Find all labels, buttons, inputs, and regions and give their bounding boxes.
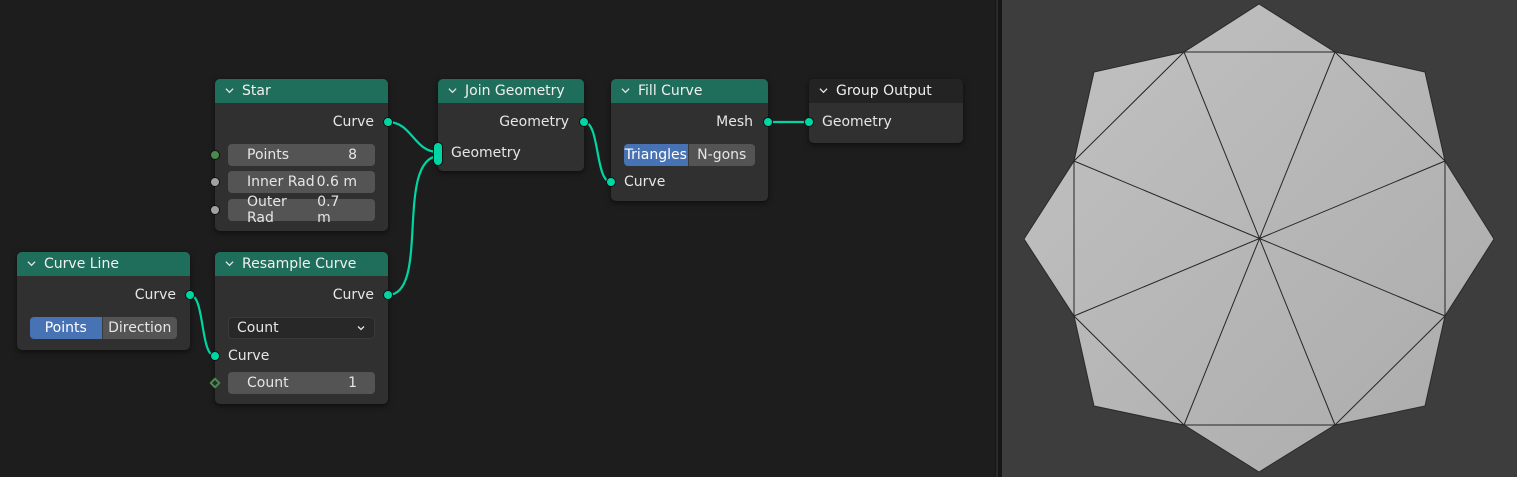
- fill-input-curve-label: Curve: [624, 174, 666, 190]
- area-divider[interactable]: [995, 0, 1002, 477]
- group-output-node[interactable]: Group Output Geometry: [809, 79, 963, 143]
- resample-curve-node-header[interactable]: Resample Curve: [215, 252, 388, 276]
- curve-line-node-header[interactable]: Curve Line: [17, 252, 190, 276]
- count-field[interactable]: Count 1: [228, 372, 375, 394]
- chevron-down-icon[interactable]: [819, 86, 828, 95]
- link-curveline-to-resample: [189, 293, 216, 358]
- node-title: Resample Curve: [242, 256, 357, 272]
- mode-triangles-button[interactable]: Triangles: [624, 144, 688, 166]
- chevron-down-icon: [357, 326, 365, 331]
- star-outer-radius-socket[interactable]: [210, 205, 220, 215]
- join-output-label: Geometry: [499, 114, 569, 130]
- field-label: Inner Rad: [247, 174, 315, 190]
- fill-mode-toggle[interactable]: Triangles N-gons: [624, 144, 755, 166]
- mode-points-button[interactable]: Points: [30, 317, 102, 339]
- link-resample-to-join: [387, 154, 439, 297]
- field-value: 0.7 m: [317, 194, 340, 226]
- star-curve-output-socket[interactable]: [383, 117, 393, 127]
- star-node[interactable]: Star Curve Points 8 Inner Rad 0.6 m Oute…: [215, 79, 388, 231]
- node-title: Join Geometry: [465, 83, 565, 99]
- resample-curve-node[interactable]: Resample Curve Curve Count Curve Count 1: [215, 252, 388, 404]
- chevron-down-icon[interactable]: [27, 259, 36, 268]
- node-title: Star: [242, 83, 271, 99]
- join-geometry-input-socket[interactable]: [433, 142, 443, 166]
- chevron-down-icon[interactable]: [621, 86, 630, 95]
- field-value: 0.6 m: [316, 174, 357, 190]
- chevron-down-icon[interactable]: [225, 259, 234, 268]
- star-node-header[interactable]: Star: [215, 79, 388, 103]
- mesh-preview: [1023, 3, 1495, 473]
- points-field[interactable]: Points 8: [228, 144, 375, 166]
- resample-input-curve-label: Curve: [228, 348, 270, 364]
- star-output-curve-label: Curve: [332, 114, 374, 130]
- curve-line-node[interactable]: Curve Line Curve Points Direction: [17, 252, 190, 350]
- chevron-down-icon[interactable]: [448, 86, 457, 95]
- fill-curve-node-header[interactable]: Fill Curve: [611, 79, 768, 103]
- join-geometry-output-socket[interactable]: [579, 117, 589, 127]
- resample-output-label: Curve: [332, 287, 374, 303]
- inner-radius-field[interactable]: Inner Rad 0.6 m: [228, 171, 375, 193]
- fill-curve-input-socket[interactable]: [606, 177, 616, 187]
- node-title: Curve Line: [44, 256, 119, 272]
- fill-mesh-output-socket[interactable]: [763, 117, 773, 127]
- link-join-to-fill: [583, 120, 612, 184]
- field-value: 8: [348, 147, 357, 163]
- star-inner-radius-socket[interactable]: [210, 177, 220, 187]
- field-label: Outer Rad: [247, 194, 287, 226]
- join-input-label: Geometry: [451, 145, 521, 161]
- resample-mode-dropdown[interactable]: Count: [228, 317, 375, 339]
- node-title: Fill Curve: [638, 83, 703, 99]
- group-output-geometry-socket[interactable]: [804, 117, 814, 127]
- group-output-input-label: Geometry: [822, 114, 892, 130]
- mode-ngons-button[interactable]: N-gons: [687, 144, 755, 166]
- outer-radius-field[interactable]: Outer Rad 0.7 m: [228, 194, 375, 226]
- fill-curve-node[interactable]: Fill Curve Mesh Triangles N-gons Curve: [611, 79, 768, 201]
- dropdown-value: Count: [237, 320, 279, 336]
- node-editor[interactable]: Star Curve Points 8 Inner Rad 0.6 m Oute…: [0, 0, 995, 477]
- join-geometry-node[interactable]: Join Geometry Geometry Geometry: [438, 79, 584, 171]
- field-value: 1: [348, 375, 357, 391]
- link-star-to-join: [387, 120, 439, 154]
- chevron-down-icon[interactable]: [225, 86, 234, 95]
- group-output-node-header[interactable]: Group Output: [809, 79, 963, 103]
- field-label: Points: [247, 147, 290, 163]
- mesh-edges: [1073, 51, 1446, 426]
- node-links: [189, 120, 809, 358]
- curve-line-output-label: Curve: [134, 287, 176, 303]
- curve-line-mode-toggle[interactable]: Points Direction: [30, 317, 177, 339]
- field-label: Count: [247, 375, 289, 391]
- join-geometry-node-header[interactable]: Join Geometry: [438, 79, 584, 103]
- mode-direction-button[interactable]: Direction: [101, 317, 177, 339]
- fill-output-label: Mesh: [716, 114, 753, 130]
- star-points-socket[interactable]: [210, 150, 220, 160]
- 3d-viewport[interactable]: [1002, 0, 1517, 477]
- resample-output-socket[interactable]: [383, 290, 393, 300]
- resample-curve-input-socket[interactable]: [210, 351, 220, 361]
- node-title: Group Output: [836, 83, 932, 99]
- curve-line-output-socket[interactable]: [185, 290, 195, 300]
